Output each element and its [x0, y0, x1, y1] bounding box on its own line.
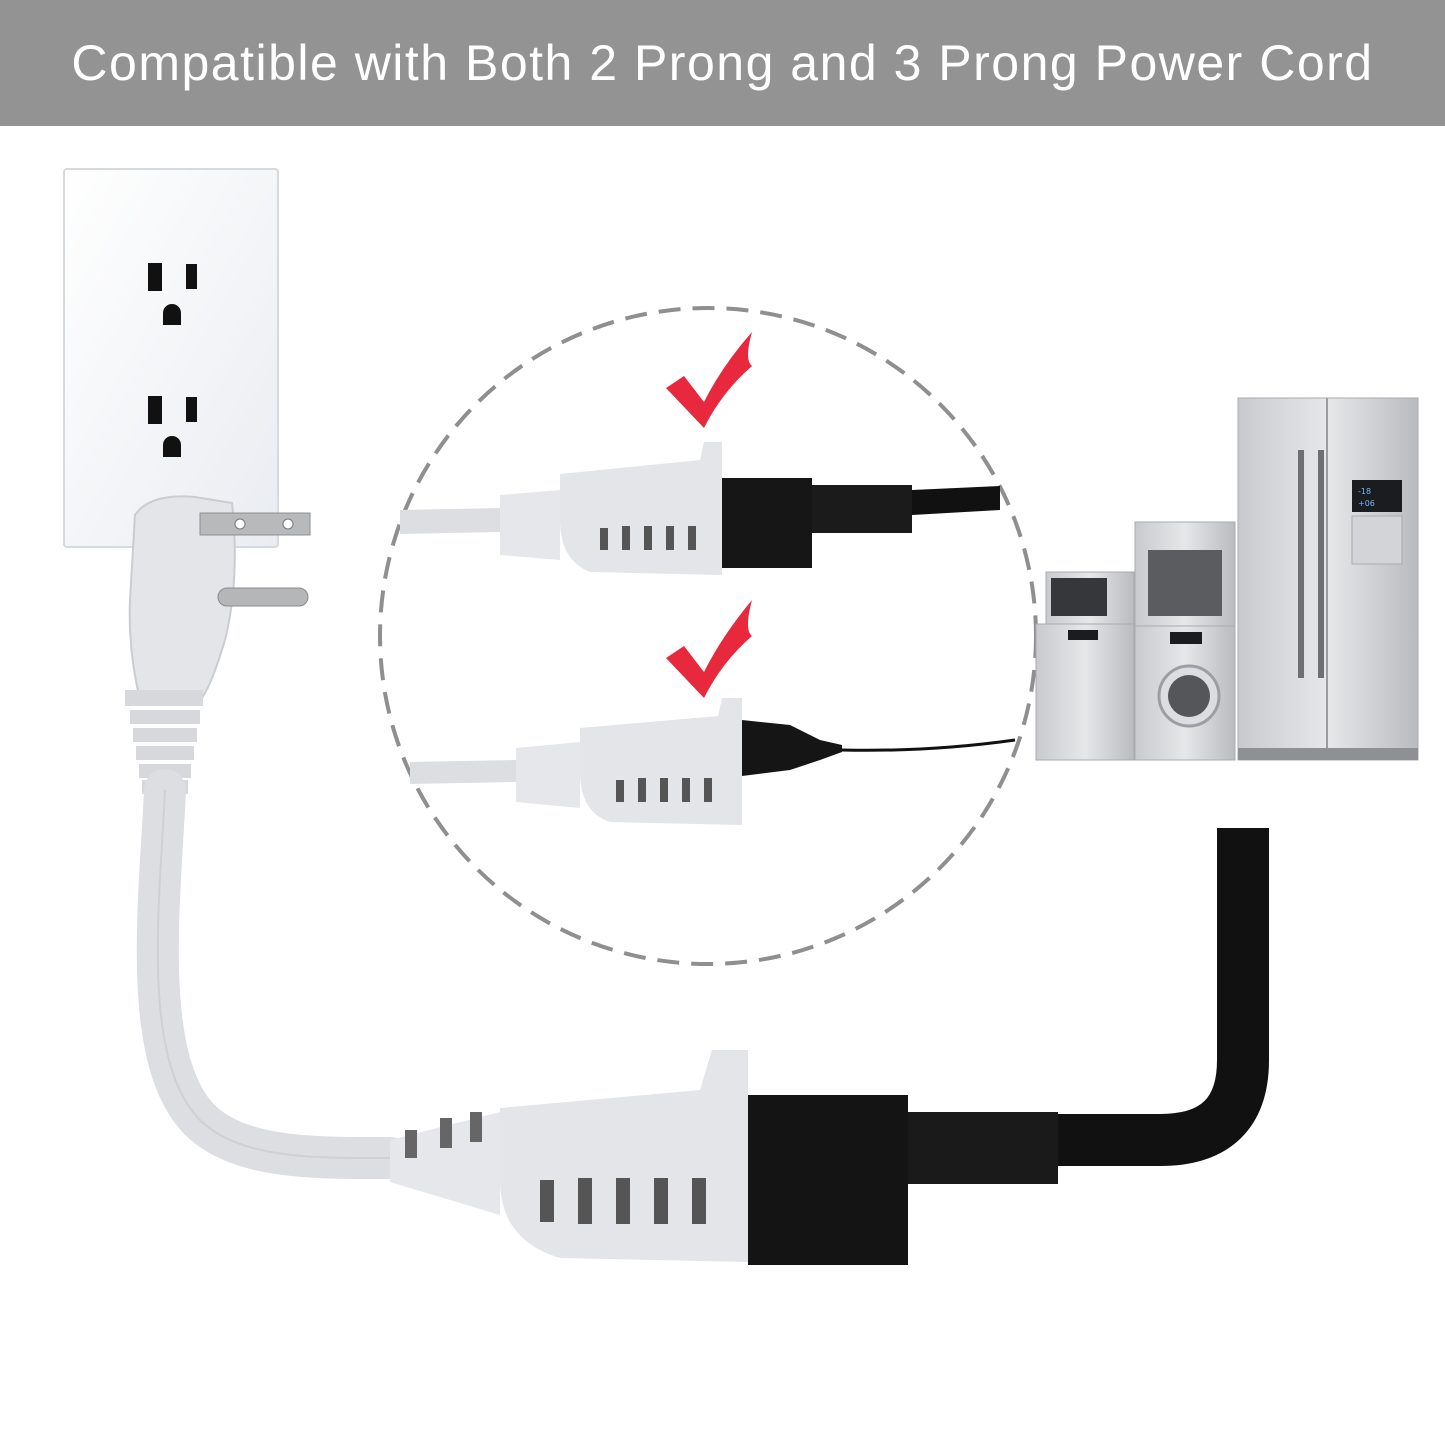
wall-outlet — [63, 168, 279, 548]
appliance-cord — [1040, 828, 1269, 1166]
dishwasher — [1035, 623, 1135, 761]
check-icon — [666, 600, 752, 698]
fridge-display-freezer: -18 — [1358, 487, 1371, 496]
main-connector — [390, 828, 1269, 1265]
angled-plug — [125, 495, 311, 794]
banner-title: Compatible with Both 2 Prong and 3 Prong… — [71, 35, 1374, 91]
product-illustration: -18 +06 — [63, 168, 1419, 1265]
fridge-display-fridge: +06 — [1358, 499, 1375, 508]
header-banner: Compatible with Both 2 Prong and 3 Prong… — [0, 0, 1445, 126]
extension-cord — [136, 769, 411, 1180]
callout-item-3-prong — [400, 332, 1000, 575]
appliances: -18 +06 — [1035, 397, 1419, 761]
callout-item-2-prong — [410, 600, 1016, 825]
check-icon — [666, 332, 752, 428]
